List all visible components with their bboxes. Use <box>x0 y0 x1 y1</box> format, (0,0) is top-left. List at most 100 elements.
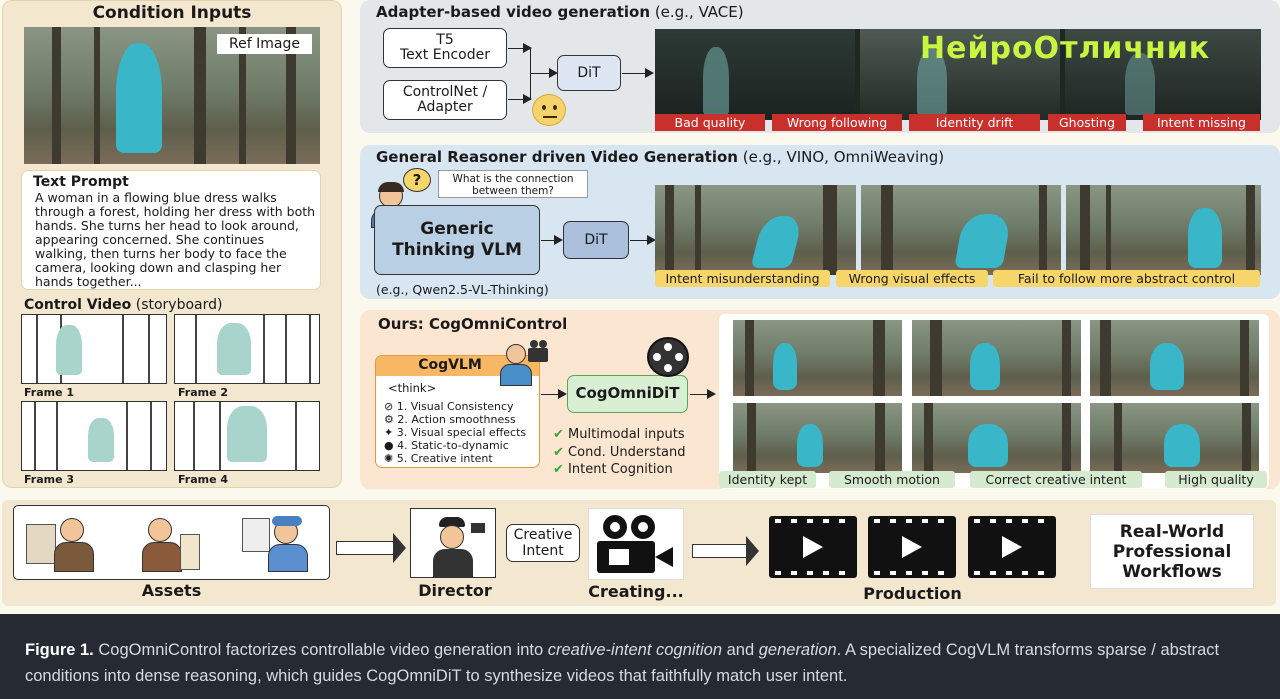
result-smooth-motion: Smooth motion <box>829 471 955 488</box>
assets-label: Assets <box>141 581 202 600</box>
issue-identity-drift: Identity drift <box>909 114 1040 131</box>
assets-box <box>13 505 330 580</box>
lightbulb-icon: ✺ <box>384 452 394 465</box>
frame-3-label: Frame 3 <box>24 473 75 486</box>
record-icon: ● <box>384 439 394 452</box>
check-circle-icon: ⊘ <box>384 400 394 413</box>
issue-bad-quality: Bad quality <box>655 114 765 131</box>
check-icon: ✔ <box>553 445 564 460</box>
adapter-output-arrow <box>622 68 654 78</box>
camera-operator-icon <box>498 340 552 388</box>
check-item-1: ✔ Multimodal inputs <box>553 427 685 442</box>
reasoner-result-3 <box>1066 185 1261 275</box>
movie-camera-icon <box>597 515 677 575</box>
creating-label: Creating... <box>588 582 684 601</box>
issue-intent-misunderstanding: Intent misunderstanding <box>655 270 830 287</box>
play-icon <box>803 536 823 558</box>
watermark-text: НейроОтличник <box>920 31 1211 66</box>
assets-to-director-arrow <box>336 541 396 555</box>
director-icon <box>431 515 485 577</box>
effects-icon: ✦ <box>384 426 394 439</box>
result-correct-creative-intent: Correct creative intent <box>970 471 1142 488</box>
question-bubble: What is the connection between them? <box>438 170 588 198</box>
ours-result-5 <box>912 403 1081 473</box>
think-item-1: ⊘ 1. Visual Consistency <box>384 400 514 413</box>
writer-icon <box>134 514 214 574</box>
production-label: Production <box>863 584 962 603</box>
ours-result-2 <box>912 320 1081 396</box>
cogomnidit-box: CogOmniDiT <box>567 375 688 413</box>
text-prompt-title: Text Prompt <box>33 174 129 190</box>
check-icon: ✔ <box>553 427 564 442</box>
think-item-3: ✦ 3. Visual special effects <box>384 426 527 439</box>
ours-result-4 <box>733 403 902 473</box>
condition-inputs-title: Condition Inputs <box>92 3 252 23</box>
frame-1-label: Frame 1 <box>24 386 75 399</box>
question-bubble-icon: ? <box>403 168 431 192</box>
play-icon <box>902 536 922 558</box>
creating-to-production-arrow <box>692 544 748 558</box>
check-icon: ✔ <box>553 462 564 477</box>
storyboard-frame-2 <box>174 314 320 384</box>
director-box <box>410 508 496 578</box>
adapter-title: Adapter-based video generation (e.g., VA… <box>376 3 744 21</box>
artist-icon <box>26 514 106 574</box>
film-reel-icon <box>647 337 689 377</box>
issue-ghosting: Ghosting <box>1048 114 1126 131</box>
assets-to-director-arrowhead <box>393 533 406 563</box>
think-item-4: ● 4. Static-to-dynamic <box>384 439 509 452</box>
controlnet-adapter-box: ControlNet /Adapter <box>383 80 507 120</box>
reasoner-dit-box: DiT <box>563 221 629 259</box>
controlnet-to-dit-arrow <box>508 94 532 104</box>
production-film-1 <box>769 516 857 578</box>
result-identity-kept: Identity kept <box>719 471 816 488</box>
ours-result-6 <box>1090 403 1259 473</box>
cogvlm-title: CogVLM <box>418 357 482 373</box>
ours-result-3 <box>1090 320 1259 396</box>
creating-to-production-arrowhead <box>746 536 759 566</box>
join-to-dit-arrow <box>530 68 558 78</box>
check-item-3: ✔ Intent Cognition <box>553 462 673 477</box>
ours-title: Ours: CogOmniControl <box>378 315 568 333</box>
ours-result-1 <box>733 320 902 396</box>
adapter-dit-box: DiT <box>557 55 621 91</box>
check-item-2: ✔ Cond. Understand <box>553 445 686 460</box>
play-icon <box>1002 536 1022 558</box>
control-video-title: Control Video (storyboard) <box>24 297 223 313</box>
neutral-face-icon <box>532 94 566 126</box>
figure-caption: Figure 1. CogOmniControl factorizes cont… <box>0 614 1280 699</box>
vlm-to-dit-arrow <box>541 235 563 245</box>
think-tag: <think> <box>388 381 437 395</box>
frame-2-label: Frame 2 <box>178 386 229 399</box>
issue-wrong-following: Wrong following <box>772 114 902 131</box>
action-icon: ⚙ <box>384 413 394 426</box>
production-film-3 <box>968 516 1056 578</box>
vlm-example: (e.g., Qwen2.5-VL-Thinking) <box>376 282 549 297</box>
adapter-result-strip <box>655 29 1261 120</box>
adapter-join-line <box>530 48 531 100</box>
result-high-quality: High quality <box>1165 471 1267 488</box>
reasoner-result-1 <box>655 185 856 275</box>
storyboard-frame-4 <box>174 401 320 471</box>
reasoner-output-arrow <box>630 235 656 245</box>
think-item-2: ⚙ 2. Action smoothness <box>384 413 516 426</box>
reasoner-result-2 <box>861 185 1061 275</box>
production-film-2 <box>868 516 956 578</box>
cogvlm-to-dit-arrow <box>541 389 567 399</box>
movie-camera-box <box>588 508 684 580</box>
text-prompt-box <box>21 170 321 290</box>
text-prompt-body: A woman in a flowing blue dress walks th… <box>35 190 316 289</box>
issue-wrong-visual-effects: Wrong visual effects <box>836 270 988 287</box>
issue-fail-abstract-control: Fail to follow more abstract control <box>993 270 1260 287</box>
t5-to-dit-arrow <box>508 43 532 53</box>
issue-intent-missing: Intent missing <box>1143 114 1260 131</box>
photographer-icon <box>242 514 322 574</box>
think-item-5: ✺ 5. Creative intent <box>384 452 493 465</box>
director-label: Director <box>418 581 492 600</box>
reasoner-title: General Reasoner driven Video Generation… <box>376 148 945 166</box>
ours-output-arrow <box>690 389 716 399</box>
real-world-workflows-box: Real-World Professional Workflows <box>1090 514 1254 589</box>
